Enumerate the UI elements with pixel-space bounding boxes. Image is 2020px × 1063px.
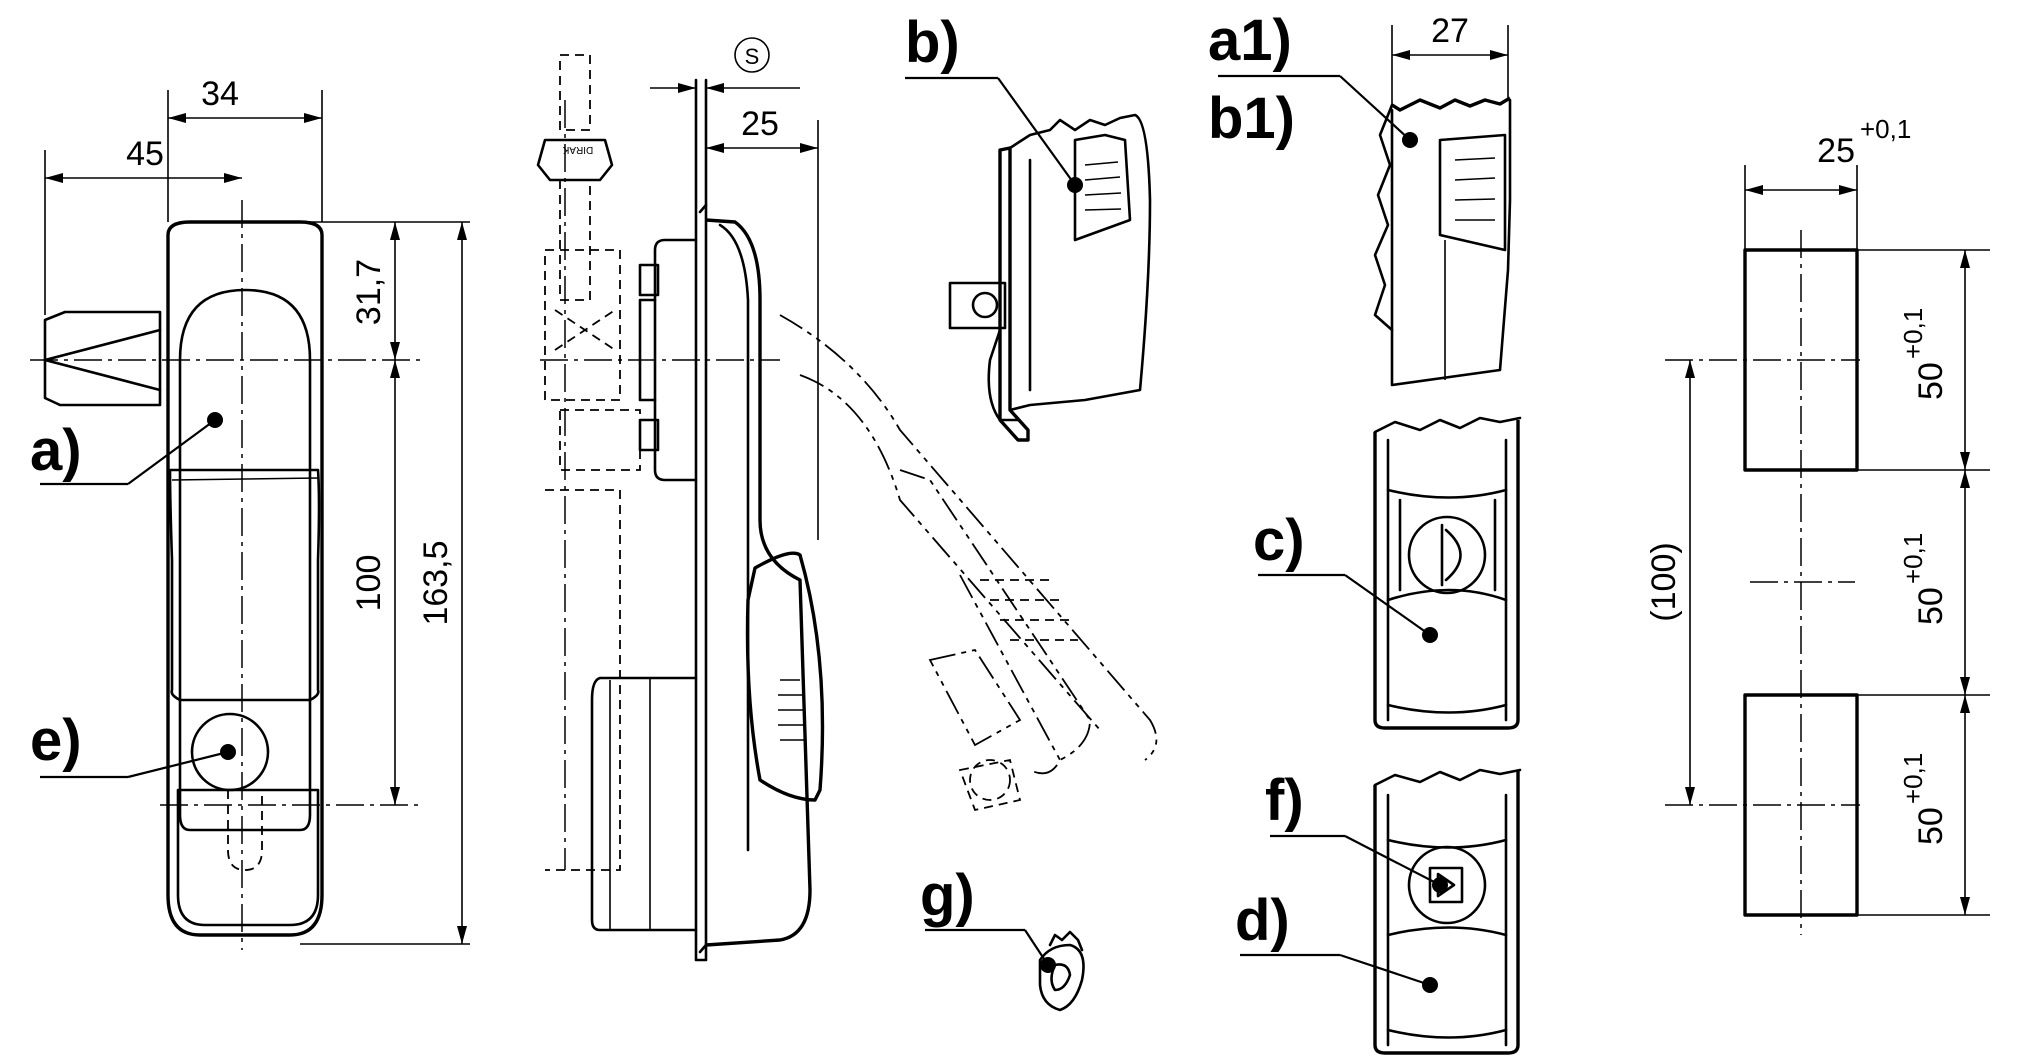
padlock-variant-b bbox=[948, 113, 1152, 442]
square-key-variant-d bbox=[1373, 768, 1522, 1055]
panel-cutout bbox=[1665, 165, 1990, 935]
dim-cut-h2: 50 +0,1 bbox=[1898, 533, 1950, 625]
svg-text:g): g) bbox=[920, 863, 975, 928]
dim-cut-h1: 50 +0,1 bbox=[1898, 308, 1950, 400]
front-view bbox=[30, 90, 470, 950]
svg-text:a1): a1) bbox=[1208, 8, 1292, 73]
svg-text:50: 50 bbox=[1912, 807, 1950, 845]
dim-45: 45 bbox=[126, 135, 164, 173]
svg-text:e): e) bbox=[30, 708, 82, 773]
dim-100: 100 bbox=[350, 555, 388, 612]
dim-cut-h3: 50 +0,1 bbox=[1898, 753, 1950, 845]
svg-text:+0,1: +0,1 bbox=[1898, 308, 1928, 359]
s-symbol: S bbox=[745, 44, 760, 69]
svg-text:f): f) bbox=[1265, 768, 1304, 833]
square-key-insert-icon bbox=[1428, 866, 1464, 904]
svg-text:50: 50 bbox=[1912, 362, 1950, 400]
svg-text:a): a) bbox=[30, 418, 82, 483]
dim-163-5: 163,5 bbox=[417, 540, 455, 625]
callout-e: e) bbox=[30, 708, 236, 779]
callout-a: a) bbox=[30, 412, 223, 486]
callout-b: b) bbox=[905, 10, 1083, 193]
dim-31-7: 31,7 bbox=[350, 259, 388, 325]
partial-side-a1-b1 bbox=[1373, 25, 1512, 387]
dim-25-side: 25 bbox=[741, 105, 779, 143]
dim-cut-width-tol: +0,1 bbox=[1860, 114, 1911, 144]
key-icon bbox=[1038, 943, 1085, 1012]
lock-cylinder-icon bbox=[1407, 515, 1487, 595]
svg-text:c): c) bbox=[1253, 508, 1305, 573]
svg-text:d): d) bbox=[1235, 888, 1290, 953]
callout-g: g) bbox=[920, 863, 1056, 973]
dim-cut-pitch: (100) bbox=[1645, 542, 1683, 621]
callout-a1: a1) bbox=[1208, 8, 1418, 148]
callout-d: d) bbox=[1235, 888, 1438, 993]
svg-text:+0,1: +0,1 bbox=[1898, 533, 1928, 584]
key-marking: DIRAK bbox=[562, 144, 593, 155]
key-variant-g bbox=[1038, 930, 1085, 1012]
dim-cut-width: 25 bbox=[1817, 132, 1855, 170]
cylinder-variant-c bbox=[1373, 416, 1522, 730]
side-view: DIRAK bbox=[536, 37, 1158, 962]
callout-f: f) bbox=[1265, 768, 1448, 893]
svg-text:+0,1: +0,1 bbox=[1898, 753, 1928, 804]
svg-text:50: 50 bbox=[1912, 587, 1950, 625]
dim-34: 34 bbox=[201, 75, 239, 113]
dim-27: 27 bbox=[1431, 12, 1469, 50]
svg-text:b): b) bbox=[905, 10, 960, 75]
callout-b1: b1) bbox=[1208, 86, 1295, 151]
callout-c: c) bbox=[1253, 508, 1438, 643]
